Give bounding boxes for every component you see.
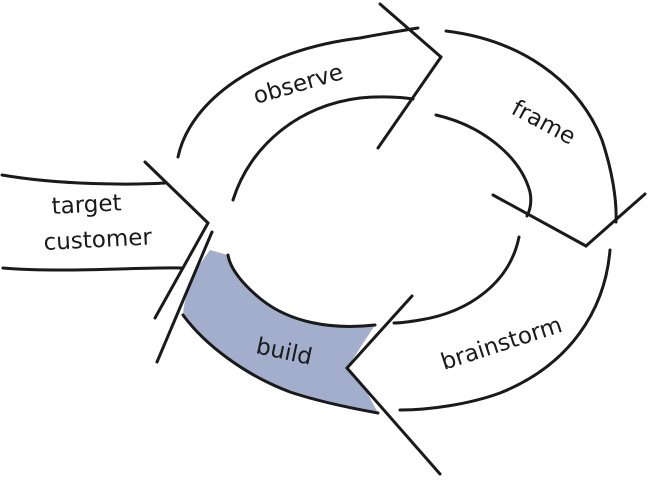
observe-segment xyxy=(176,2,443,202)
build-segment-fill xyxy=(183,250,378,413)
frame-label: frame xyxy=(507,95,579,150)
brainstorm-segment xyxy=(345,235,612,476)
observe-label: observe xyxy=(250,59,346,109)
target-label: target xyxy=(51,190,122,220)
customer-label: customer xyxy=(43,224,153,256)
frame-segment xyxy=(434,29,647,248)
build-segment xyxy=(155,230,380,415)
target-customer-arrow xyxy=(0,160,210,320)
